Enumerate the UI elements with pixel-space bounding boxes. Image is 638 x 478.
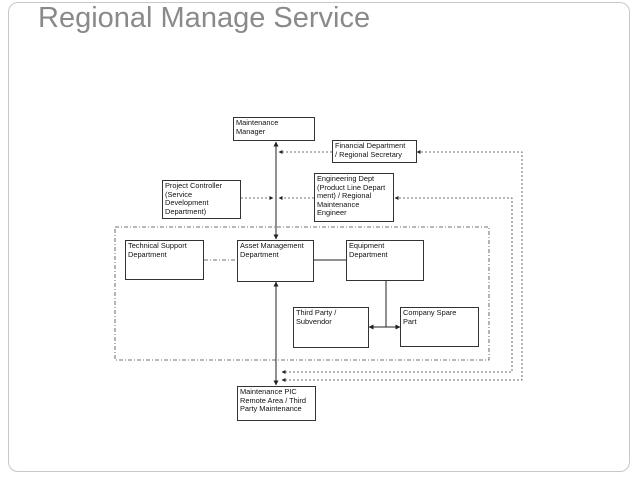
slide-title: Regional Manage Service: [38, 2, 371, 34]
financial-department-box: Financial Department / Regional Secretar…: [332, 140, 417, 163]
engineering-outer-loop: [281, 196, 513, 374]
project-controller-box: Project Controller (Service Development …: [162, 180, 241, 219]
asset-management-box: Asset Management Department: [237, 240, 314, 282]
financial-outer-loop: [281, 150, 523, 382]
engineering-dept-box: Engineering Dept (Product Line Depart me…: [314, 173, 394, 222]
third-party-box: Third Party / Subvendor: [293, 307, 369, 348]
equipment-department-box: Equipment Department: [346, 240, 424, 281]
technical-support-box: Technical Support Department: [125, 240, 204, 280]
company-spare-part-box: Company Spare Part: [400, 307, 479, 347]
slide-frame: [8, 2, 630, 472]
maintenance-pic-box: Maintenance PIC Remote Area / Third Part…: [237, 386, 316, 421]
maintenance-manager-box: Maintenance Manager: [233, 117, 315, 141]
